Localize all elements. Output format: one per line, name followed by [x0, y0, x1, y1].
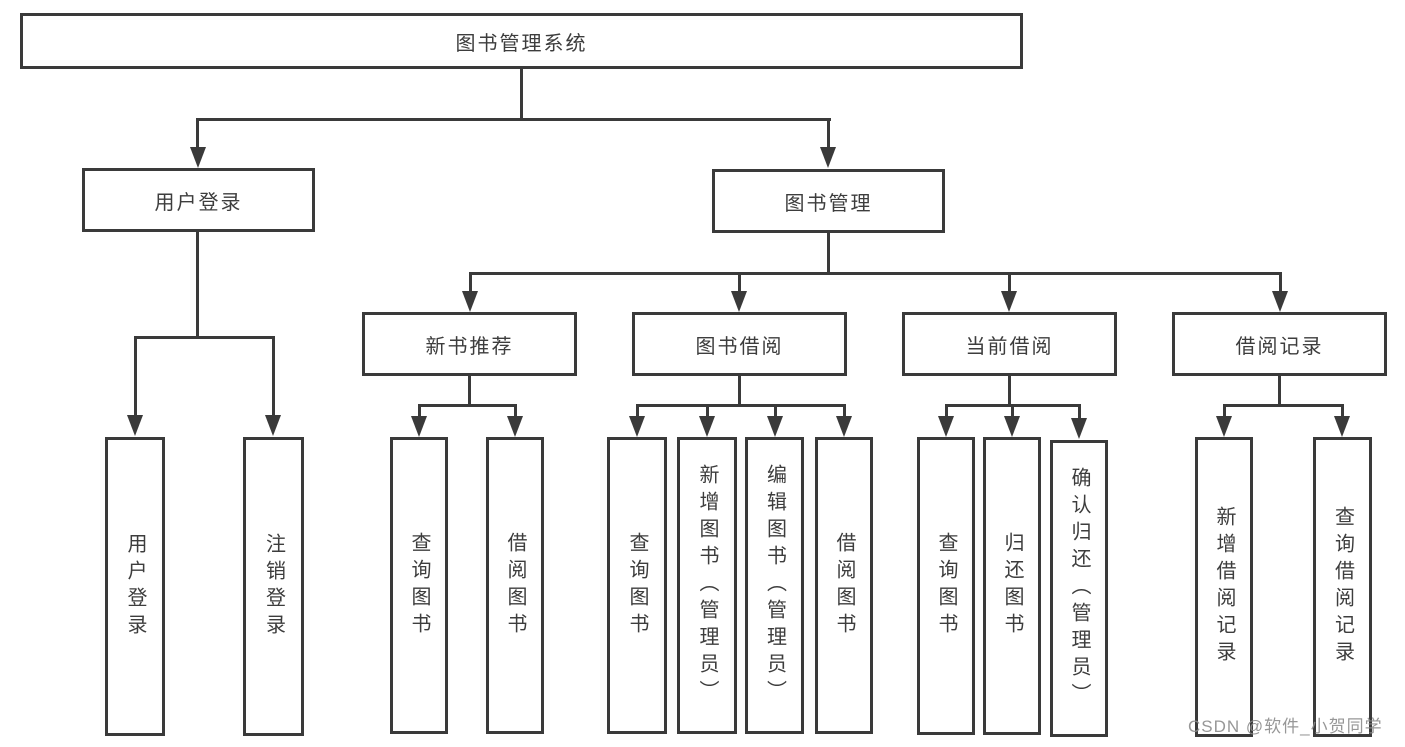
- leaf-query-books-borrow: 查询图书: [607, 437, 667, 734]
- leaf-label: 查询图书: [935, 532, 957, 640]
- node-new-book-recommend: 新书推荐: [362, 312, 577, 376]
- connector-book-borrow-rail: [636, 404, 846, 407]
- arrow-down-icon: [1004, 416, 1020, 437]
- connector-borrow-records-rail: [1223, 404, 1344, 407]
- connector-root-stem: [520, 69, 523, 120]
- leaf-borrow-books-recommend: 借阅图书: [486, 437, 544, 734]
- connector-to-leaf: [514, 404, 517, 418]
- connector-user-login-rail: [134, 336, 275, 339]
- arrow-down-icon: [265, 415, 281, 436]
- connector-to-leaf: [1078, 404, 1081, 420]
- connector-to-leaf: [945, 404, 948, 418]
- node-current-borrow-label: 当前借阅: [965, 335, 1054, 358]
- leaf-label: 借阅图书: [504, 531, 526, 640]
- connector-to-borrow-records: [1279, 272, 1282, 293]
- arrow-down-icon: [1216, 416, 1232, 437]
- arrow-down-icon: [1334, 416, 1350, 437]
- connector-to-user-login: [196, 118, 199, 149]
- connector-to-new-book: [469, 272, 472, 293]
- leaf-label: 新增借阅记录: [1213, 506, 1235, 668]
- arrow-down-icon: [699, 416, 715, 437]
- arrow-down-icon: [767, 416, 783, 437]
- connector-root-rail: [197, 118, 831, 121]
- connector-user-login-stem: [196, 232, 199, 339]
- leaf-query-borrow-record: 查询借阅记录: [1313, 437, 1372, 737]
- connector-to-leaf: [1011, 404, 1014, 418]
- arrow-down-icon: [629, 416, 645, 437]
- connector-current-borrow-stem: [1008, 376, 1011, 407]
- connector-to-leaf: [1223, 404, 1226, 418]
- arrow-down-icon: [411, 416, 427, 437]
- leaf-label: 注销登录: [262, 532, 285, 641]
- connector-to-leaf: [636, 404, 639, 418]
- node-new-book-recommend-label: 新书推荐: [425, 335, 514, 358]
- arrow-down-icon: [938, 416, 954, 437]
- leaf-user-login: 用户登录: [105, 437, 165, 736]
- leaf-label: 确认归还（管理员）: [1068, 467, 1090, 710]
- arrow-down-icon: [190, 147, 206, 168]
- arrow-down-icon: [836, 416, 852, 437]
- node-borrow-records: 借阅记录: [1172, 312, 1387, 376]
- connector-to-leaf: [706, 404, 709, 418]
- connector-to-leaf: [1341, 404, 1344, 418]
- arrow-down-icon: [731, 291, 747, 312]
- connector-borrow-records-stem: [1278, 376, 1281, 407]
- connector-to-leaf: [774, 404, 777, 418]
- leaf-label: 借阅图书: [833, 531, 855, 640]
- leaf-label: 归还图书: [1001, 532, 1023, 640]
- arrow-down-icon: [1001, 291, 1017, 312]
- leaf-borrow-books: 借阅图书: [815, 437, 873, 734]
- leaf-return-books: 归还图书: [983, 437, 1041, 735]
- connector-to-current-borrow: [1008, 272, 1011, 293]
- node-user-login-label: 用户登录: [154, 191, 243, 214]
- connector-to-leaf: [843, 404, 846, 418]
- arrow-down-icon: [1272, 291, 1288, 312]
- arrow-down-icon: [462, 291, 478, 312]
- connector-book-borrow-stem: [738, 376, 741, 407]
- leaf-label: 查询图书: [626, 531, 648, 640]
- leaf-label: 新增图书（管理员）: [696, 464, 718, 707]
- leaf-label: 编辑图书（管理员）: [763, 464, 786, 707]
- arrow-down-icon: [507, 416, 523, 437]
- node-borrow-records-label: 借阅记录: [1235, 335, 1324, 358]
- node-root: 图书管理系统: [20, 13, 1023, 69]
- arrow-down-icon: [1071, 418, 1087, 439]
- node-book-management-label: 图书管理: [784, 192, 873, 215]
- connector-book-mgmt-stem: [827, 233, 830, 275]
- node-book-management: 图书管理: [712, 169, 945, 233]
- arrow-down-icon: [820, 147, 836, 168]
- connector-to-book-borrow: [738, 272, 741, 293]
- node-root-label: 图书管理系统: [455, 32, 588, 55]
- leaf-add-borrow-record: 新增借阅记录: [1195, 437, 1253, 737]
- node-book-borrow-label: 图书借阅: [695, 335, 784, 358]
- arrow-down-icon: [127, 415, 143, 436]
- connector-to-leaf: [418, 404, 421, 418]
- leaf-label: 查询借阅记录: [1331, 506, 1354, 668]
- connector-new-book-stem: [468, 376, 471, 407]
- node-current-borrow: 当前借阅: [902, 312, 1117, 376]
- node-user-login: 用户登录: [82, 168, 315, 232]
- leaf-confirm-return-admin: 确认归还（管理员）: [1050, 440, 1108, 737]
- connector-to-leaf: [134, 336, 137, 417]
- connector-to-leaf: [272, 336, 275, 417]
- leaf-label: 用户登录: [124, 532, 146, 641]
- connector-new-book-rail: [418, 404, 517, 407]
- connector-to-book-mgmt: [827, 118, 830, 149]
- leaf-query-books-recommend: 查询图书: [390, 437, 448, 734]
- connector-book-mgmt-rail: [469, 272, 1282, 275]
- leaf-label: 查询图书: [408, 531, 430, 640]
- leaf-query-books-current: 查询图书: [917, 437, 975, 735]
- leaf-logout: 注销登录: [243, 437, 304, 736]
- leaf-edit-books-admin: 编辑图书（管理员）: [745, 437, 804, 734]
- node-book-borrow: 图书借阅: [632, 312, 847, 376]
- csdn-watermark: CSDN @软件_小贺同学: [1188, 717, 1383, 736]
- leaf-add-books-admin: 新增图书（管理员）: [677, 437, 737, 734]
